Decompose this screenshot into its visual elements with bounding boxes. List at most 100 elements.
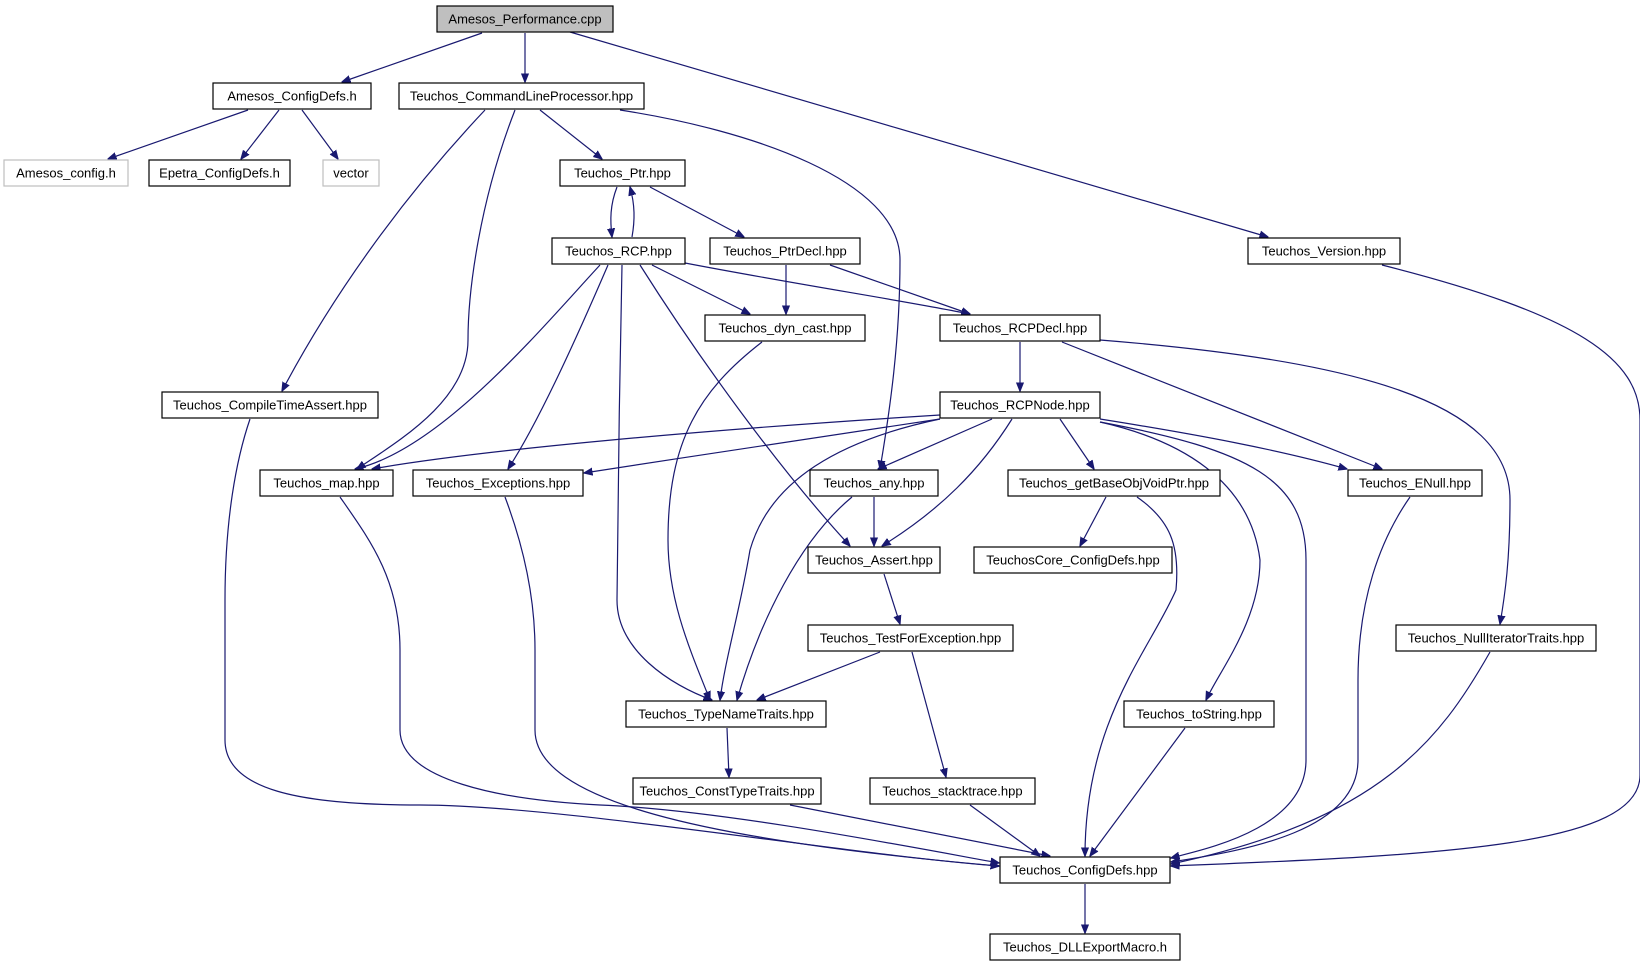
edge-teuchos-rcpnode-hpp-to-teuchos-getbaseobjvoidptr-hpp <box>1059 418 1094 469</box>
node-teuchos-commandlineprocessor-hpp[interactable]: Teuchos_CommandLineProcessor.hpp <box>398 82 645 110</box>
node-teuchos-exceptions-hpp[interactable]: Teuchos_Exceptions.hpp <box>412 469 584 497</box>
nodes-layer: Amesos_Performance.cppAmesos_ConfigDefs.… <box>3 5 1597 961</box>
node-label: Teuchos_ConfigDefs.hpp <box>1012 863 1157 878</box>
edge-teuchos-testforexception-hpp-to-teuchos-stacktrace-hpp <box>911 651 946 777</box>
edge-teuchos-enull-hpp-to-teuchos-configdefs-hpp <box>1171 496 1411 862</box>
node-label: Teuchos_TestForException.hpp <box>820 631 1001 646</box>
edge-teuchos-ptrdecl-hpp-to-teuchos-rcpdecl-hpp <box>829 264 970 314</box>
node-label: Amesos_Performance.cpp <box>448 12 601 27</box>
node-label: Teuchos_RCP.hpp <box>565 244 672 259</box>
node-label: Teuchos_toString.hpp <box>1136 707 1262 722</box>
node-label: Teuchos_map.hpp <box>273 476 379 491</box>
node-box <box>1007 469 1221 497</box>
node-teuchos-configdefs-hpp[interactable]: Teuchos_ConfigDefs.hpp <box>999 856 1171 884</box>
node-box <box>807 546 941 574</box>
node-box <box>148 159 291 187</box>
node-teuchos-stacktrace-hpp[interactable]: Teuchos_stacktrace.hpp <box>869 777 1036 805</box>
edge-teuchos-rcp-hpp-to-teuchos-typenametraits-hpp <box>616 264 712 700</box>
node-teuchos-testforexception-hpp[interactable]: Teuchos_TestForException.hpp <box>807 624 1014 652</box>
node-teuchos-nulliteratortraits-hpp[interactable]: Teuchos_NullIteratorTraits.hpp <box>1395 624 1597 652</box>
node-box <box>412 469 584 497</box>
node-label: Epetra_ConfigDefs.h <box>159 166 280 181</box>
node-box <box>973 546 1173 574</box>
node-teuchos-rcpdecl-hpp[interactable]: Teuchos_RCPDecl.hpp <box>939 314 1101 342</box>
edge-teuchos-getbaseobjvoidptr-hpp-to-teuchos-configdefs-hpp <box>1085 496 1178 856</box>
node-label: Teuchos_RCPDecl.hpp <box>953 321 1087 336</box>
node-label: Teuchos_Ptr.hpp <box>574 166 671 181</box>
node-teuchos-tostring-hpp[interactable]: Teuchos_toString.hpp <box>1123 700 1275 728</box>
node-teuchos-rcpnode-hpp[interactable]: Teuchos_RCPNode.hpp <box>939 391 1101 419</box>
node-box <box>704 314 866 342</box>
edge-teuchos-rcpnode-hpp-to-teuchos-typenametraits-hpp <box>720 418 941 700</box>
node-box <box>259 469 394 497</box>
edge-teuchos-rcpdecl-hpp-to-teuchos-enull-hpp <box>1061 341 1382 469</box>
edge-teuchos-version-hpp-to-teuchos-configdefs-hpp <box>1171 264 1640 866</box>
edge-teuchos-getbaseobjvoidptr-hpp-to-teuchoscore-configdefs-hpp <box>1080 496 1107 546</box>
node-label: Teuchos_RCPNode.hpp <box>950 398 1089 413</box>
edge-teuchos-rcpnode-hpp-to-teuchos-exceptions-hpp <box>584 418 941 473</box>
node-epetra-configdefs-h[interactable]: Epetra_ConfigDefs.h <box>148 159 291 187</box>
node-teuchos-dyn-cast-hpp[interactable]: Teuchos_dyn_cast.hpp <box>704 314 866 342</box>
edge-teuchos-tostring-hpp-to-teuchos-configdefs-hpp <box>1090 727 1186 856</box>
node-teuchos-typenametraits-hpp[interactable]: Teuchos_TypeNameTraits.hpp <box>625 700 827 728</box>
edge-teuchos-nulliteratortraits-hpp-to-teuchos-configdefs-hpp <box>1171 651 1491 864</box>
node-teuchos-dllexportmacro-h[interactable]: Teuchos_DLLExportMacro.h <box>989 933 1181 961</box>
node-label: Teuchos_NullIteratorTraits.hpp <box>1408 631 1585 646</box>
node-box <box>161 391 379 419</box>
node-box <box>807 624 1014 652</box>
edge-teuchos-rcp-hpp-to-teuchos-assert-hpp <box>639 264 850 546</box>
edge-amesos-performance-cpp-to-teuchos-version-hpp <box>569 31 1268 237</box>
node-teuchos-ptr-hpp[interactable]: Teuchos_Ptr.hpp <box>559 159 686 187</box>
edge-teuchos-any-hpp-to-teuchos-typenametraits-hpp <box>737 496 853 700</box>
node-box <box>999 856 1171 884</box>
node-teuchos-ptrdecl-hpp[interactable]: Teuchos_PtrDecl.hpp <box>709 237 861 265</box>
node-box <box>3 159 129 187</box>
node-vector: vector <box>322 159 380 187</box>
node-label: Teuchos_TypeNameTraits.hpp <box>638 707 814 722</box>
node-teuchos-version-hpp[interactable]: Teuchos_Version.hpp <box>1247 237 1401 265</box>
edge-teuchos-commandlineprocessor-hpp-to-teuchos-compiletimeassert-hpp <box>282 109 486 391</box>
edge-teuchos-rcpdecl-hpp-to-teuchos-nulliteratortraits-hpp <box>1099 339 1511 624</box>
node-label: Amesos_ConfigDefs.h <box>227 89 356 104</box>
edge-amesos-configdefs-h-to-epetra-configdefs-h <box>241 109 280 159</box>
node-amesos-performance-cpp[interactable]: Amesos_Performance.cpp <box>436 5 614 33</box>
node-box <box>559 159 686 187</box>
edge-teuchos-rcpnode-hpp-to-teuchos-assert-hpp <box>882 418 1013 546</box>
node-teuchos-assert-hpp[interactable]: Teuchos_Assert.hpp <box>807 546 941 574</box>
node-box <box>1347 469 1483 497</box>
node-box <box>632 777 822 805</box>
node-amesos-config-h: Amesos_config.h <box>3 159 129 187</box>
node-teuchos-rcp-hpp[interactable]: Teuchos_RCP.hpp <box>551 237 686 265</box>
edge-teuchos-assert-hpp-to-teuchos-testforexception-hpp <box>883 573 900 624</box>
edge-teuchos-rcpnode-hpp-to-teuchos-tostring-hpp <box>1099 421 1261 700</box>
node-teuchos-consttypetraits-hpp[interactable]: Teuchos_ConstTypeTraits.hpp <box>632 777 822 805</box>
node-teuchos-any-hpp[interactable]: Teuchos_any.hpp <box>809 469 939 497</box>
node-box <box>989 933 1181 961</box>
node-box <box>398 82 645 110</box>
node-amesos-configdefs-h[interactable]: Amesos_ConfigDefs.h <box>212 82 372 110</box>
edge-teuchos-consttypetraits-hpp-to-teuchos-configdefs-hpp <box>789 804 1050 856</box>
edge-teuchos-rcpnode-hpp-to-teuchos-enull-hpp <box>1099 418 1347 469</box>
node-label: Teuchos_ENull.hpp <box>1359 476 1471 491</box>
node-teuchoscore-configdefs-hpp[interactable]: TeuchosCore_ConfigDefs.hpp <box>973 546 1173 574</box>
node-teuchos-map-hpp[interactable]: Teuchos_map.hpp <box>259 469 394 497</box>
edge-teuchos-exceptions-hpp-to-teuchos-configdefs-hpp <box>504 496 999 866</box>
edge-teuchos-dyn-cast-hpp-to-teuchos-typenametraits-hpp <box>667 341 763 700</box>
node-box <box>212 82 372 110</box>
edge-amesos-configdefs-h-to-vector <box>301 109 338 159</box>
edge-amesos-performance-cpp-to-amesos-configdefs-h <box>342 32 483 82</box>
edge-teuchos-commandlineprocessor-hpp-to-teuchos-ptr-hpp <box>539 109 602 159</box>
node-label: Teuchos_ConstTypeTraits.hpp <box>639 784 814 799</box>
node-box <box>809 469 939 497</box>
node-box <box>869 777 1036 805</box>
node-teuchos-enull-hpp[interactable]: Teuchos_ENull.hpp <box>1347 469 1483 497</box>
edge-teuchos-rcp-hpp-to-teuchos-exceptions-hpp <box>508 264 609 469</box>
node-teuchos-getbaseobjvoidptr-hpp[interactable]: Teuchos_getBaseObjVoidPtr.hpp <box>1007 469 1221 497</box>
node-label: TeuchosCore_ConfigDefs.hpp <box>986 553 1159 568</box>
node-label: Teuchos_DLLExportMacro.h <box>1003 940 1167 955</box>
edge-teuchos-rcp-hpp-to-teuchos-rcpdecl-hpp <box>684 262 970 314</box>
edge-teuchos-commandlineprocessor-hpp-to-teuchos-map-hpp <box>357 109 516 469</box>
node-label: Teuchos_PtrDecl.hpp <box>723 244 847 259</box>
node-teuchos-compiletimeassert-hpp[interactable]: Teuchos_CompileTimeAssert.hpp <box>161 391 379 419</box>
node-box <box>1395 624 1597 652</box>
